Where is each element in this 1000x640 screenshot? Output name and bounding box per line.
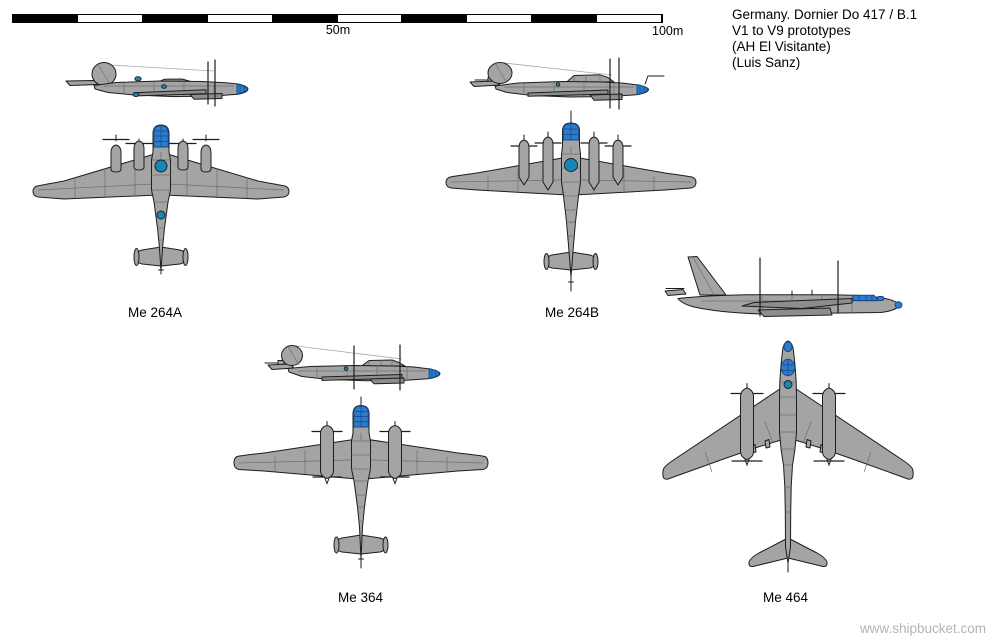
title-line-2: V1 to V9 prototypes (732, 23, 851, 38)
me-464-top-view-drawing (662, 340, 914, 573)
scale-mid-label: 50m (325, 23, 351, 37)
me-364-label: Me 364 (338, 590, 384, 605)
scale-bar-segment (206, 15, 273, 22)
me-464-side-view-drawing (664, 256, 903, 317)
scale-bar-segment (596, 15, 663, 22)
scale-bar-segment (336, 15, 403, 22)
me-364-side-view-drawing (264, 344, 441, 391)
scale-bar-segment (142, 15, 207, 22)
scale-end-label: 100m (652, 24, 684, 38)
me-264a-side-view-drawing (65, 59, 249, 107)
me-264a-label: Me 264A (128, 305, 183, 320)
scale-bar-segment (13, 15, 77, 22)
me-264b-top-view-drawing (445, 110, 697, 292)
scale-bar-segment (532, 15, 597, 22)
title-line-4: (Luis Sanz) (732, 55, 801, 70)
title-line-3: (AH El Visitante) (732, 39, 831, 54)
me-264b-label: Me 264B (545, 305, 600, 320)
me-264b-side-view-drawing (469, 57, 665, 110)
scale-bar-segment (466, 15, 533, 22)
scale-bar-segment (76, 15, 143, 22)
title-line-1: Germany. Dornier Do 417 / B.1 (732, 7, 918, 22)
scale-bar (12, 14, 663, 23)
me-364-top-view-drawing (233, 396, 489, 569)
me-264a-top-view-drawing (32, 124, 290, 275)
scale-bar-segment (402, 15, 467, 22)
scale-bar-segment (272, 15, 337, 22)
title-block: Germany. Dornier Do 417 / B.1 V1 to V9 p… (732, 7, 917, 71)
watermark-text: www.shipbucket.com (859, 621, 986, 636)
me-464-label: Me 464 (763, 590, 809, 605)
